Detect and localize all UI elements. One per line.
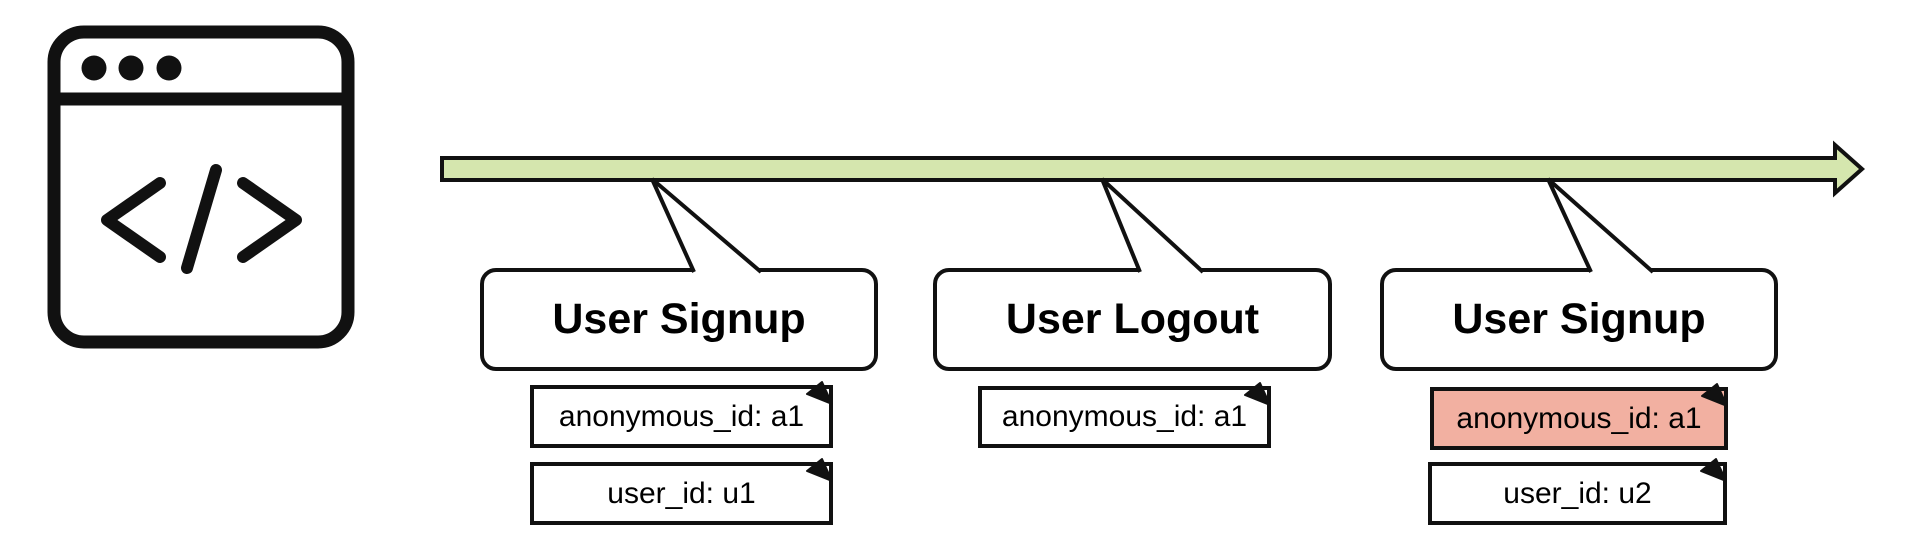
callout-pointer-3 [1546, 177, 1655, 274]
note-text: user_id: u2 [1503, 476, 1652, 510]
event-callout-signup-2: User Signup [1380, 268, 1778, 371]
browser-window-dots-icon [81, 55, 182, 81]
callout-pointer-1 [650, 177, 763, 274]
note-text: anonymous_id: a1 [1001, 400, 1248, 433]
folded-corner-icon [1700, 458, 1727, 482]
note-text: user_id: u1 [607, 476, 756, 510]
event-callout-signup-1: User Signup [480, 268, 878, 371]
note-anonymous-id: anonymous_id: a1 [978, 382, 1271, 448]
folded-corner-icon [1701, 383, 1728, 407]
browser-window-frame [47, 25, 355, 349]
event-title: User Signup [1452, 295, 1706, 343]
event-title: User Logout [1005, 295, 1260, 343]
note-text: anonymous_id: a1 [558, 399, 805, 433]
note-user-id: user_id: u2 [1428, 458, 1727, 525]
browser-code-icon [47, 25, 355, 349]
callout-pointer-2 [1100, 177, 1205, 274]
event-title: User Signup [552, 295, 806, 343]
event-callout-logout: User Logout [933, 268, 1332, 371]
note-user-id: user_id: u1 [530, 458, 833, 525]
folded-corner-icon [1244, 382, 1271, 406]
code-glyph-icon [101, 164, 302, 274]
timeline-arrow [440, 140, 1866, 198]
note-anonymous-id: anonymous_id: a1 [530, 381, 833, 448]
note-text: anonymous_id: a1 [1456, 401, 1702, 435]
note-anonymous-id-highlighted: anonymous_id: a1 [1430, 383, 1728, 450]
folded-corner-icon [806, 381, 833, 405]
folded-corner-icon [806, 458, 833, 482]
